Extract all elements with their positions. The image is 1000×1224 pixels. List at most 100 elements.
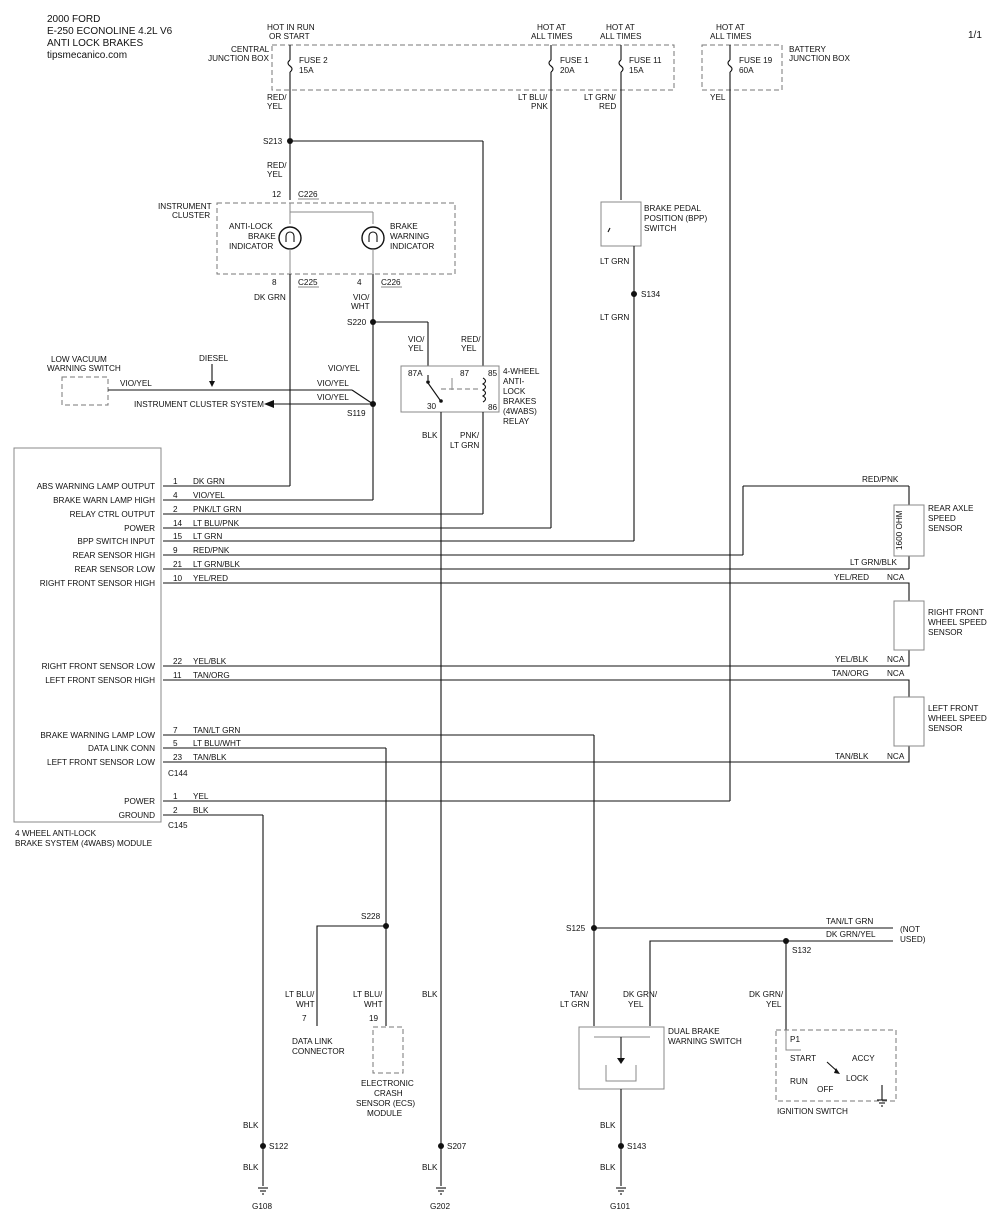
module-pin-number: 2 [173,806,178,815]
module-pin-name: POWER [124,524,155,533]
label: (NOT [900,925,920,934]
module-pin-name: DATA LINK CONN [88,744,155,753]
cluster-label-1: INSTRUMENT [158,202,212,211]
ignition-switch [775,1029,897,1102]
module-pin-number: 1 [173,477,178,486]
wire-label: RED [599,102,616,111]
hot-at-label-3: HOT AT [716,23,745,32]
pin-label: 4 [357,278,362,287]
module-pin-wire: TAN/LT GRN [193,726,240,735]
label: LOW VACUUM [51,355,107,364]
module-pin-name: BPP SWITCH INPUT [77,537,155,546]
wire-label: YEL [267,170,283,179]
connector-label: C225 [298,278,318,287]
wire-label: BLK [243,1121,259,1130]
wire-label: YEL [710,93,726,102]
splice-label: S228 [361,912,381,921]
module-pin-number: 5 [173,739,178,748]
right-front-wheel-speed-sensor [893,600,925,651]
instrument-cluster-box [216,202,456,275]
splice-s134 [631,291,637,297]
wire-label: LT BLU/ [285,990,315,999]
module-pin-wire: DK GRN [193,477,225,486]
wire-label: TAN/LT GRN [826,917,873,926]
label: LOCK [846,1074,869,1083]
cjb-label-1: CENTRAL [231,45,270,54]
rear-axle-speed-sensor [893,504,925,557]
module-pin-name: REAR SENSOR HIGH [73,551,155,560]
label: RELAY [503,417,530,426]
hot-at-label-1: HOT AT [537,23,566,32]
module-pin-name: POWER [124,797,155,806]
ground-symbol [877,1099,887,1107]
central-junction-box [271,44,675,91]
connector-label: C226 [298,190,318,199]
wire-label: LT BLU/ [353,990,383,999]
ecs-module [372,1026,404,1074]
label: CRASH [374,1089,403,1098]
label: RIGHT FRONT [928,608,984,617]
battery-junction-box [701,44,783,91]
label: WARNING SWITCH [668,1037,742,1046]
wire-label: NCA [887,752,905,761]
label: 86 [488,403,498,412]
wire-label: LT GRN [450,441,479,450]
label: CONNECTOR [292,1047,345,1056]
module-pin-name: RIGHT FRONT SENSOR LOW [42,662,156,671]
wire-label: YEL [628,1000,644,1009]
svg-text:15A: 15A [629,66,644,75]
title-year-make: 2000 FORD [47,14,100,25]
wire-label: BLK [422,1163,438,1172]
connector-label: C144 [168,769,188,778]
wire-label: VIO/YEL [317,393,349,402]
pin-label: 8 [272,278,277,287]
label: BRAKE SYSTEM (4WABS) MODULE [15,839,153,848]
title-model: E-250 ECONOLINE 4.2L V6 [47,26,173,37]
module-pin-number: 23 [173,753,183,762]
label: SENSOR [928,628,963,637]
wire-label: YEL [408,344,424,353]
label: LEFT FRONT [928,704,978,713]
module-pin-number: 1 [173,792,178,801]
module-pin-name: BRAKE WARNING LAMP LOW [40,731,155,740]
label: INDICATOR [390,242,434,251]
module-pin-name: ABS WARNING LAMP OUTPUT [37,482,155,491]
pin-label: 7 [302,1014,307,1023]
ground-g202-symbol [436,1187,446,1195]
module-pin-number: 2 [173,505,178,514]
label: MODULE [367,1109,403,1118]
abs-indicator-lamp [278,226,302,250]
splice-label: S207 [447,1142,467,1151]
wire-label: YEL [461,344,477,353]
all-times-label-2: ALL TIMES [600,32,642,41]
wire-label: VIO/ [408,335,425,344]
page-number: 1/1 [968,30,982,41]
module-pin-number: 14 [173,519,183,528]
module-pin-wire: VIO/YEL [193,491,225,500]
label: (4WABS) [503,407,537,416]
module-pin-wire: LT GRN/BLK [193,560,241,569]
wire-label: PNK/ [460,431,480,440]
wire-label: WHT [351,302,370,311]
wire-label: YEL [267,102,283,111]
abs-relay [400,365,500,413]
label: ACCY [852,1054,875,1063]
wire-label: BLK [422,990,438,999]
bjb-label-2: JUNCTION BOX [789,54,850,63]
wire-label: BLK [422,431,438,440]
wire-label: LT GRN/BLK [850,558,898,567]
label: DUAL BRAKE [668,1027,720,1036]
brake-warning-lamp [361,226,385,250]
svg-text:15A: 15A [299,66,314,75]
label: ANTI- [503,377,525,386]
label: BRAKES [503,397,537,406]
wire-label: BLK [243,1163,259,1172]
module-pin-name: GROUND [119,811,155,820]
wire-label: NCA [887,669,905,678]
wire-label: LT GRN [600,313,629,322]
module-pin-wire: LT BLU/WHT [193,739,241,748]
module-pin-wire: YEL [193,792,209,801]
wire-label: LT BLU/ [518,93,548,102]
label: INDICATOR [229,242,273,251]
